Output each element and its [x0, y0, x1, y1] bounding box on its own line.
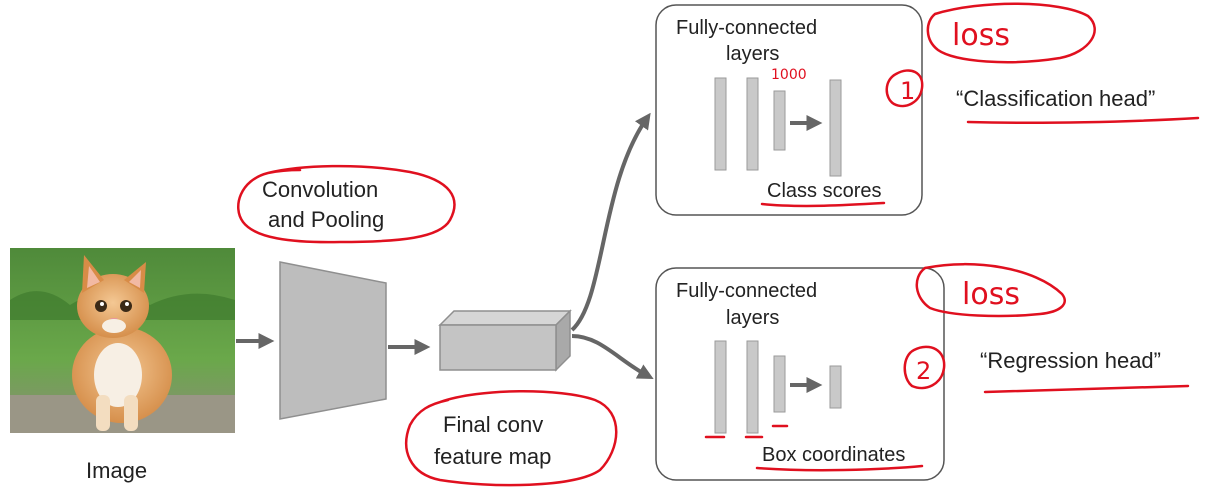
num-1000-annotation: 1000 [771, 67, 807, 83]
fc-top-label-line2: layers [726, 43, 779, 65]
fc-bottom-bar-output [829, 365, 842, 409]
class-scores-underline [760, 201, 886, 208]
conv-pooling-block [279, 261, 387, 420]
fc-bottom-bar-1 [714, 340, 727, 434]
fc-top-bar-output [829, 79, 842, 177]
kitten-image [10, 248, 235, 433]
fc-top-bar-2 [746, 77, 759, 171]
image-label: Image [86, 458, 147, 483]
arrow-feature-to-regression [571, 334, 654, 380]
box-coordinates-label: Box coordinates [762, 444, 905, 466]
arrow-feature-to-classification [570, 112, 651, 332]
circle-1-ring [885, 69, 924, 108]
conv-pooling-label-line1: Convolution [262, 177, 378, 202]
loss-top-circle [926, 2, 1096, 64]
regression-head-label: “Regression head” [980, 348, 1161, 373]
classification-head-label: “Classification head” [956, 86, 1155, 111]
feature-map-label-line2: feature map [434, 444, 551, 469]
feature-map-block [438, 309, 572, 372]
conv-pooling-circle [237, 164, 456, 244]
conv-pooling-label-line2: and Pooling [268, 207, 384, 232]
fc-bottom-label-line2: layers [726, 307, 779, 329]
circle-2-ring [903, 345, 946, 390]
fc-bottom-bar-2 [746, 340, 759, 434]
regression-head-box [655, 267, 945, 481]
fc-bottom-bar-3 [773, 355, 786, 413]
feature-map-label-line1: Final conv [443, 412, 543, 437]
regression-head-underline [983, 384, 1190, 394]
circle-1-annotation: 1 [900, 77, 915, 105]
fc-bottom-label-line1: Fully-connected [676, 280, 817, 302]
loss-bottom-circle [915, 262, 1066, 318]
classification-head-underline [966, 116, 1200, 125]
loss-top-annotation: loss [952, 18, 1010, 53]
feature-map-circle [405, 389, 618, 487]
fc-top-bar-1 [714, 77, 727, 171]
circle-2-annotation: 2 [916, 357, 931, 385]
box-coordinates-underline [755, 464, 924, 472]
fc-top-label-line1: Fully-connected [676, 17, 817, 39]
class-scores-label: Class scores [767, 180, 881, 202]
loss-bottom-annotation: loss [962, 277, 1020, 312]
fc-top-bar-3 [773, 90, 786, 151]
